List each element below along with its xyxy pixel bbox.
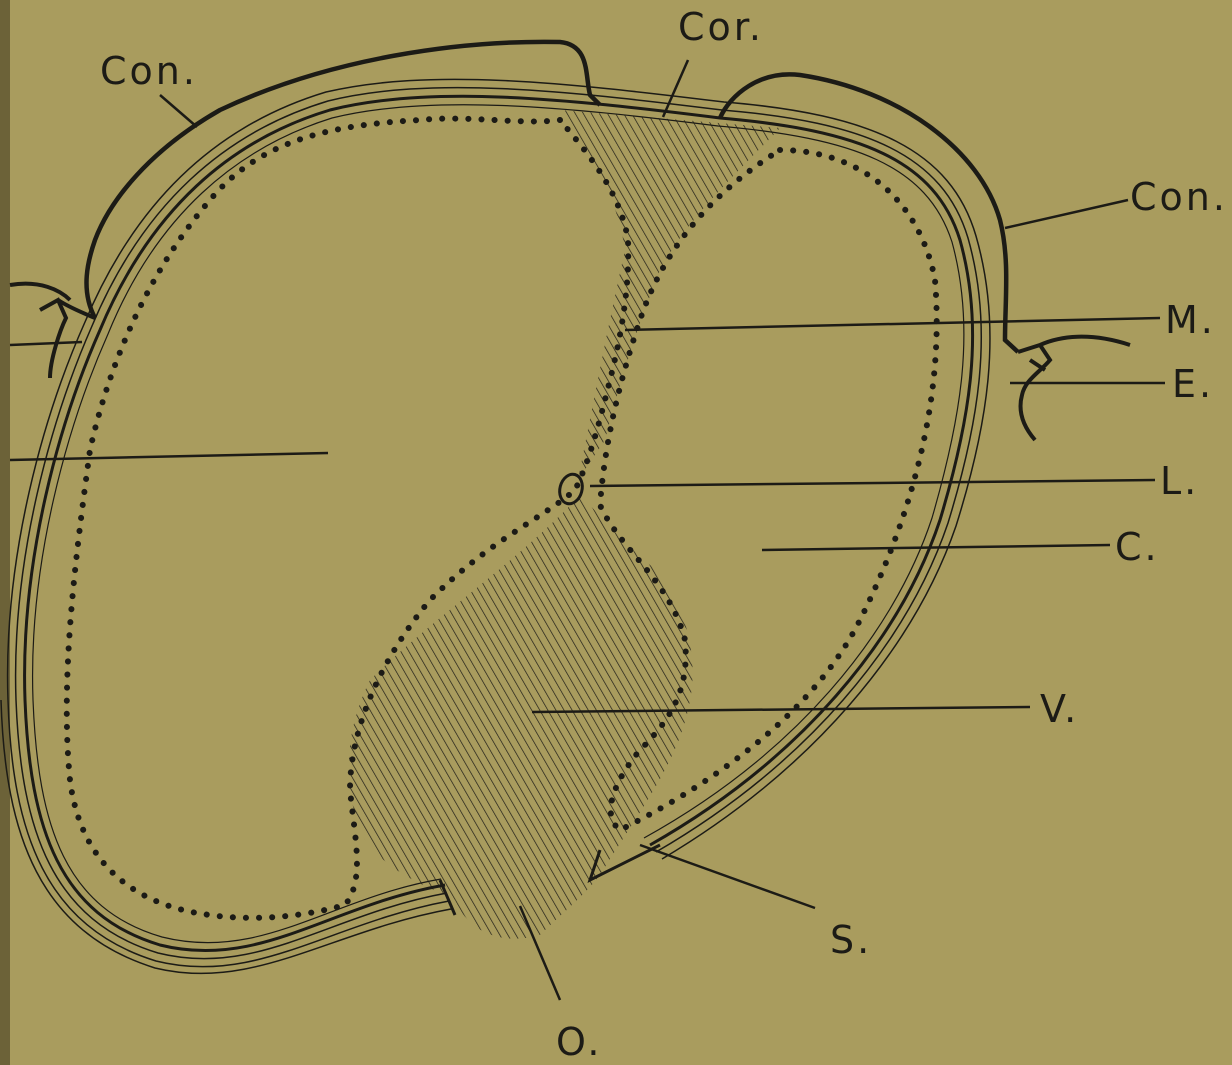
con-right-membrane	[720, 74, 1018, 352]
label-c: C.	[1115, 525, 1160, 569]
label-con-left: Con.	[100, 49, 198, 93]
page-edge	[0, 0, 10, 1065]
label-l: L.	[1160, 459, 1199, 503]
hatched-upper-region	[560, 110, 780, 480]
left-attachment	[10, 284, 95, 378]
label-cor: Cor.	[678, 5, 764, 49]
label-o: O.	[556, 1020, 602, 1064]
right-attachment	[1018, 337, 1130, 440]
label-con-right: Con.	[1130, 175, 1228, 219]
label-m: M.	[1165, 298, 1216, 342]
label-s: S.	[830, 918, 872, 962]
label-e: E.	[1172, 362, 1214, 406]
label-v: V.	[1040, 687, 1079, 731]
